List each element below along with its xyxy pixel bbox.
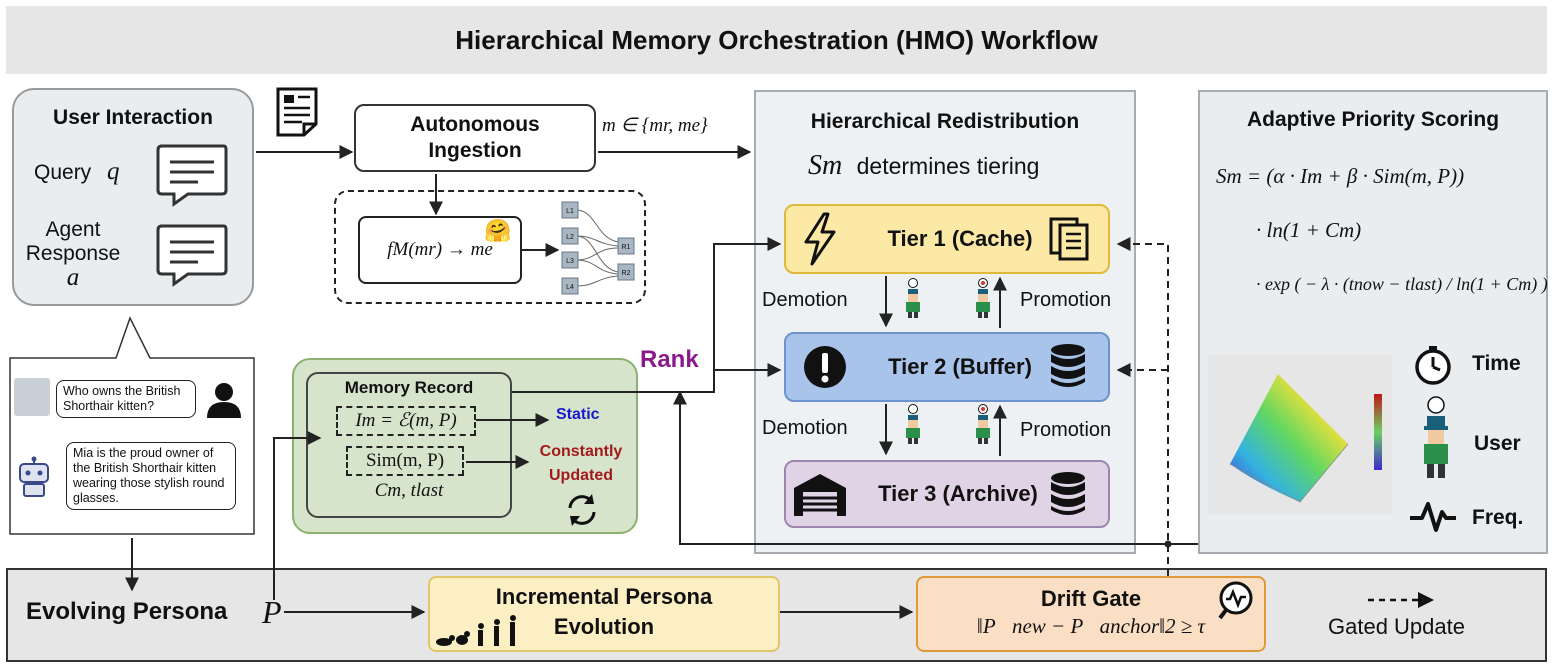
demotion-label: Demotion (762, 417, 848, 439)
score-formula-line1: Sm = (α · Im + β · Sim(m, P)) (1216, 164, 1465, 188)
user-sprite-icon (976, 404, 990, 444)
legend-user-label: User (1474, 432, 1521, 455)
tier2-label: Tier 2 (Buffer) (888, 354, 1032, 379)
counters-formula: Cm, tlast (374, 480, 444, 501)
tier3-label: Tier 3 (Archive) (878, 481, 1038, 506)
response-symbol: a (66, 264, 80, 291)
stopwatch-icon (1415, 346, 1451, 385)
demotion-label: Demotion (762, 289, 848, 311)
gated-update-legend-arrow (1368, 592, 1434, 608)
nn-node-label: R1 (622, 244, 631, 251)
evolution-silhouette-icon (436, 615, 516, 646)
nn-node-label: L4 (566, 284, 574, 291)
exclamation-icon (804, 346, 846, 388)
autonomous-ingestion-label: Autonomous Ingestion (410, 113, 540, 162)
similarity-formula: Sim(m, P) (346, 446, 464, 476)
importance-formula: Im = ℰ(m, P) (336, 406, 476, 436)
database-icon (1051, 472, 1085, 515)
documents-icon (1049, 217, 1089, 261)
constantly-updated-label: Constantly Updated (539, 443, 623, 484)
score-formula-line2: · ln(1 + Cm) (1256, 218, 1362, 242)
query-label: Query (34, 161, 92, 184)
robot-icon (19, 456, 49, 497)
persona-symbol: P (262, 594, 282, 630)
legend-freq-label: Freq. (1472, 506, 1524, 529)
drift-gate-formula: ‖P⃗new − P⃗anchor‖2 ≥ τ (976, 614, 1206, 638)
score-formula-line3: · exp ( − λ · (tnow − tlast) / ln(1 + Cm… (1256, 274, 1548, 294)
hugging-face-icon: 🤗 (484, 218, 512, 243)
query-symbol: q (107, 158, 120, 185)
memory-record-heading: Memory Record (344, 378, 474, 397)
user-character-icon (1424, 396, 1448, 478)
tiering-text: determines tiering (856, 153, 1040, 179)
drift-gate-box: Drift Gate ‖P⃗new − P⃗anchor‖2 ≥ τ (916, 576, 1266, 652)
chat-bubble-icon (156, 144, 228, 207)
neural-network-diagram: L1 L2 L3 L4 R1 R2 (561, 201, 635, 295)
user-avatar-icon (207, 383, 241, 418)
refresh-icon (568, 494, 596, 526)
drift-gate-heading: Drift Gate (1040, 586, 1142, 611)
nn-node-label: L2 (566, 234, 574, 241)
persona-evolution-box: Incremental Persona Evolution (428, 576, 780, 652)
document-icon (276, 87, 318, 137)
pulse-icon (1410, 502, 1456, 532)
user-sprite-icon (906, 278, 920, 318)
score-symbol: Sm (808, 150, 843, 181)
tiering-subheading: Sm determines tiering (808, 150, 1039, 182)
agent-message-bubble: Mia is the proud owner of the British Sh… (66, 442, 236, 510)
scoring-heading: Adaptive Priority Scoring (1246, 108, 1500, 131)
query-label-row: Query q (34, 158, 120, 186)
mapping-function-formula: fM(mr) → me (387, 239, 493, 260)
nn-node-label: L1 (566, 208, 574, 215)
promotion-label: Promotion (1020, 419, 1112, 441)
static-label: Static (556, 406, 600, 423)
user-sprite-icon (976, 278, 990, 318)
response-label-block: Agent Response a (18, 218, 128, 290)
nn-node-label: L3 (566, 258, 574, 265)
autonomous-ingestion-box: Autonomous Ingestion (354, 104, 596, 172)
database-icon (1051, 344, 1085, 387)
legend-time-label: Time (1472, 352, 1521, 375)
tier1-label: Tier 1 (Cache) (887, 226, 1033, 251)
chat-bubble-icon (156, 224, 228, 287)
lightning-icon (804, 212, 836, 266)
user-message-bubble: Who owns the British Shorthair kitten? (56, 380, 196, 418)
page-title: Hierarchical Memory Orchestration (HMO) … (6, 6, 1547, 74)
promotion-label: Promotion (1020, 289, 1112, 311)
search-chart-icon (1218, 581, 1253, 620)
user-sprite-icon (906, 404, 920, 444)
response-label: Agent Response (25, 218, 121, 265)
mapping-function-box: fM(mr) → me (358, 216, 522, 284)
user-interaction-heading: User Interaction (53, 106, 213, 129)
evolving-persona-label: Evolving Persona (26, 598, 228, 625)
rank-label: Rank (640, 346, 699, 373)
user-interaction-panel: User Interaction Query q Agent Response … (12, 88, 254, 306)
persona-evolution-label: Incremental Persona Evolution (495, 584, 713, 639)
garage-icon (794, 474, 846, 516)
memory-set-formula: m ∈ {mr, me} (602, 115, 708, 136)
score-surface-plot (1208, 354, 1392, 514)
kitten-image (14, 378, 50, 416)
redistribution-heading: Hierarchical Redistribution (810, 110, 1080, 133)
gated-update-label: Gated Update (1328, 614, 1465, 639)
nn-node-label: R2 (622, 270, 631, 277)
